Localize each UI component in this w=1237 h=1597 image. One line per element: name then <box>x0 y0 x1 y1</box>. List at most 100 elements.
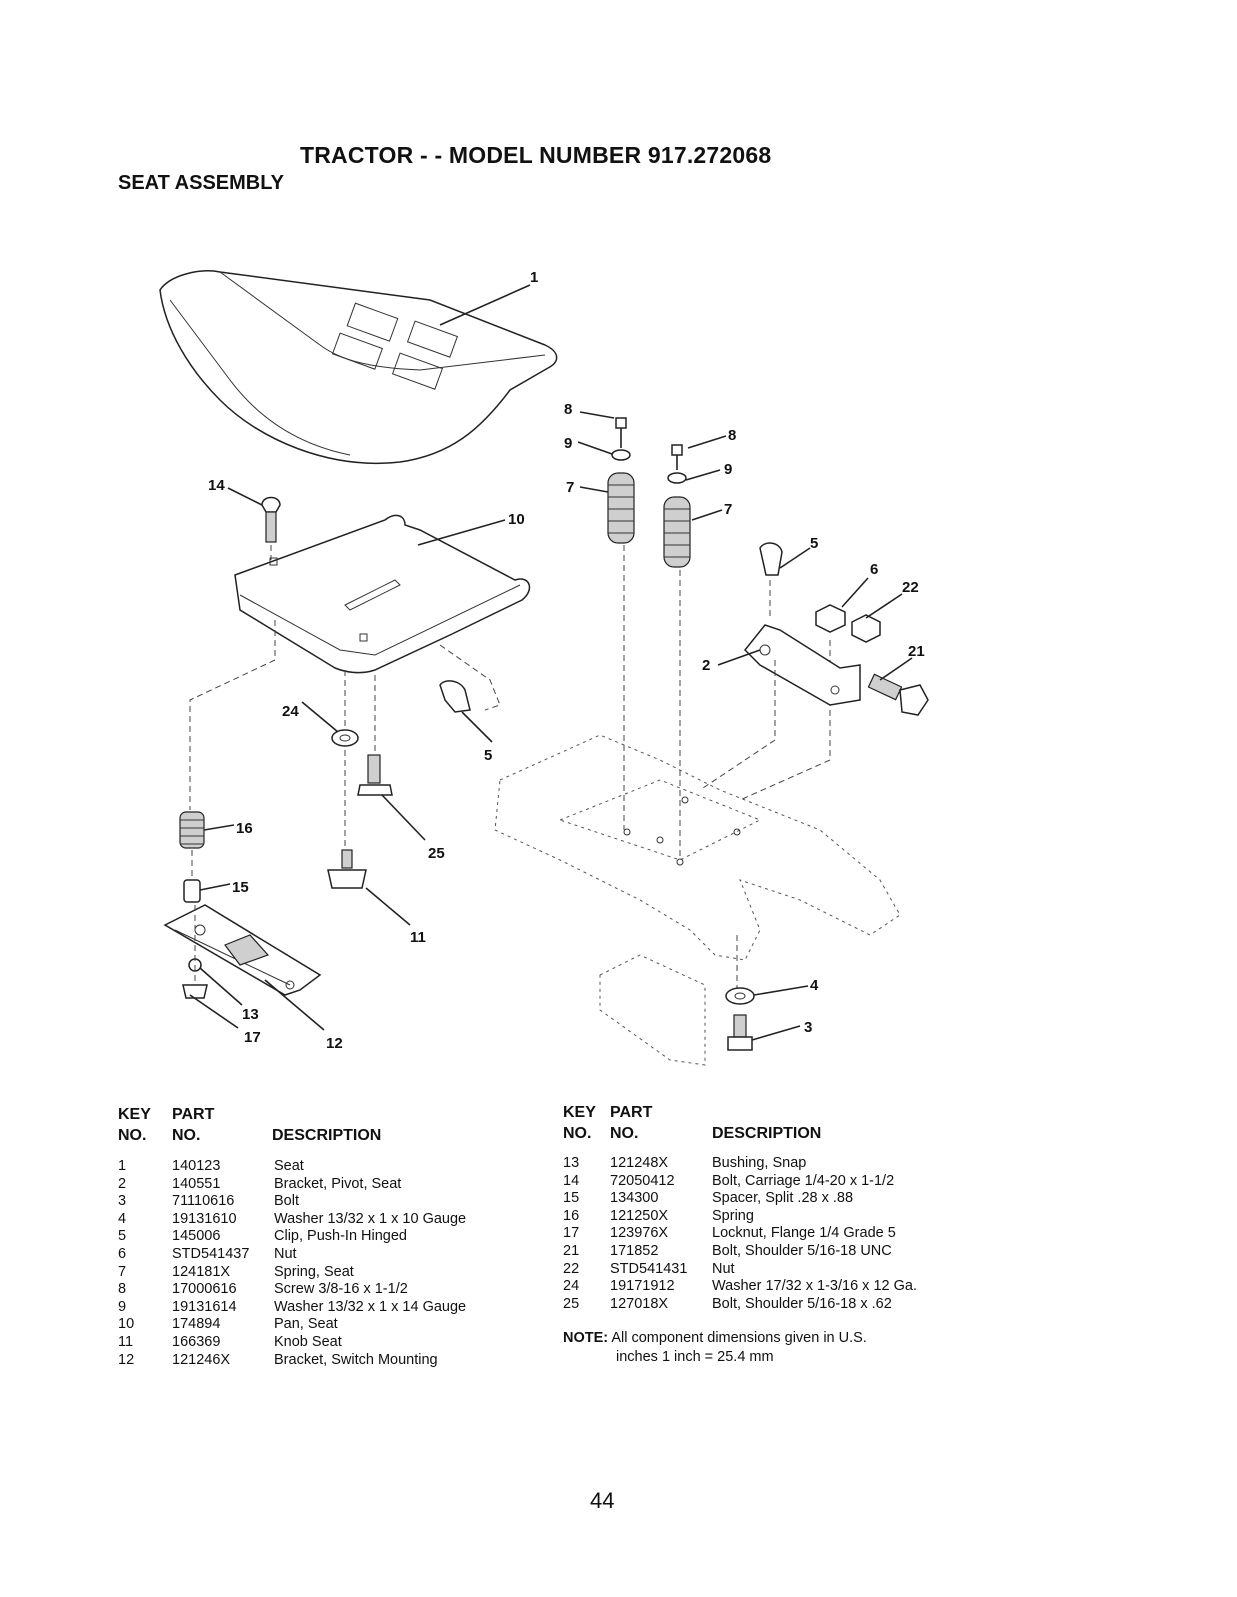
callout-9-left: 9 <box>564 435 572 452</box>
seat-pan-drawing <box>234 514 531 674</box>
knob-seat-11-drawing <box>327 849 367 889</box>
callout-7-left: 7 <box>566 479 574 496</box>
key-cell: 6 <box>118 1246 127 1262</box>
part-number-cell: 72050412 <box>610 1172 675 1189</box>
callout-11: 11 <box>410 929 426 946</box>
description-cell: Nut <box>712 1260 735 1277</box>
section-title: SEAT ASSEMBLY <box>118 172 284 194</box>
key-cell: 8 <box>118 1281 127 1298</box>
col-header-key-no: NO. <box>563 1125 592 1142</box>
key-cell: 15 <box>563 1190 580 1207</box>
key-cell: 2 <box>118 1175 127 1192</box>
col-header-description: DESCRIPTION <box>272 1127 382 1144</box>
bolt-3-drawing <box>727 1014 753 1051</box>
key-cell: 13 <box>563 1155 580 1171</box>
shoulder-bolt-25-drawing <box>357 754 393 796</box>
push-in-clip-5-drawing <box>439 644 501 713</box>
col-header-description: DESCRIPTION <box>712 1125 822 1142</box>
pivot-bracket-2-drawing <box>743 624 861 706</box>
part-number-cell: 145006 <box>172 1228 221 1245</box>
note-line-1: All component dimensions given in U.S. <box>611 1330 867 1346</box>
callout-15: 15 <box>232 879 249 896</box>
key-cell: 3 <box>118 1193 127 1210</box>
description-cell: Washer 13/32 x 1 x 10 Gauge <box>274 1210 467 1227</box>
part-number-cell: 19131610 <box>172 1210 237 1227</box>
callout-13: 13 <box>242 1006 259 1023</box>
callout-16: 16 <box>236 820 253 837</box>
description-cell: Screw 3/8-16 x 1-1/2 <box>274 1281 408 1298</box>
part-number-cell: 19131614 <box>172 1298 237 1315</box>
seat-drawing <box>159 270 558 464</box>
switch-bracket-12-drawing <box>163 904 322 996</box>
part-number-cell: 140551 <box>172 1175 221 1192</box>
col-header-part-no: NO. <box>172 1127 201 1144</box>
key-cell: 22 <box>563 1260 580 1277</box>
description-cell: Bolt <box>274 1193 299 1210</box>
description-cell: Bolt, Shoulder 5/16-18 UNC <box>712 1243 892 1259</box>
description-cell: Bracket, Pivot, Seat <box>274 1175 402 1192</box>
part-number-cell: 121246X <box>172 1351 231 1368</box>
part-number-cell: 140123 <box>172 1158 221 1174</box>
part-number-cell: 71110616 <box>172 1193 235 1210</box>
note-label: NOTE: <box>563 1330 609 1346</box>
part-number-cell: 124181X <box>172 1263 231 1280</box>
callout-25: 25 <box>428 845 445 862</box>
key-cell: 14 <box>563 1172 580 1189</box>
description-cell: Washer 13/32 x 1 x 14 Gauge <box>274 1298 467 1315</box>
washer-4-drawing <box>725 987 755 1005</box>
nut-22-drawing <box>851 614 881 643</box>
callout-14: 14 <box>208 477 225 494</box>
page-number: 44 <box>590 1488 615 1513</box>
part-number-cell: 19171912 <box>610 1278 675 1295</box>
col-header-key: KEY <box>563 1104 596 1121</box>
key-cell: 5 <box>118 1228 127 1245</box>
key-cell: 16 <box>563 1207 580 1224</box>
key-cell: 21 <box>563 1243 580 1259</box>
description-cell: Spring <box>712 1207 754 1224</box>
callout-10: 10 <box>508 511 525 528</box>
description-cell: Spacer, Split .28 x .88 <box>712 1190 854 1207</box>
callout-4: 4 <box>810 977 819 994</box>
key-cell: 25 <box>563 1295 580 1312</box>
col-header-key: KEY <box>118 1106 151 1123</box>
callout-21: 21 <box>908 643 925 660</box>
callout-24: 24 <box>282 703 299 720</box>
part-number-cell: 127018X <box>610 1295 669 1312</box>
spring-16-drawing <box>179 811 205 849</box>
callout-22: 22 <box>902 579 919 596</box>
part-number-cell: STD541431 <box>610 1260 688 1277</box>
callout-8-right: 8 <box>728 427 736 444</box>
col-header-key-no: NO. <box>118 1127 147 1144</box>
locknut-17-drawing <box>182 984 208 999</box>
seat-spring-7-right-drawing <box>663 444 691 568</box>
part-number-cell: 174894 <box>172 1316 221 1333</box>
description-cell: Locknut, Flange 1/4 Grade 5 <box>712 1225 896 1242</box>
description-cell: Pan, Seat <box>274 1316 338 1333</box>
seat-spring-7-left-drawing <box>607 417 635 544</box>
callout-5-left: 5 <box>484 747 492 764</box>
part-number-cell: 121250X <box>610 1207 669 1224</box>
key-cell: 9 <box>118 1298 127 1315</box>
key-cell: 17 <box>563 1225 580 1242</box>
key-cell: 7 <box>118 1263 127 1280</box>
callout-12: 12 <box>326 1035 343 1052</box>
callout-7-right: 7 <box>724 501 732 518</box>
callout-1: 1 <box>530 269 538 286</box>
key-cell: 1 <box>118 1158 127 1174</box>
dimension-note: NOTE: All component dimensions given in … <box>563 1330 963 1346</box>
callout-5-right: 5 <box>810 535 818 552</box>
description-cell: Clip, Push-In Hinged <box>274 1228 407 1245</box>
frame-outline-drawing <box>494 734 901 1066</box>
callout-6: 6 <box>870 561 878 578</box>
callout-3: 3 <box>804 1019 812 1036</box>
description-cell: Spring, Seat <box>274 1263 354 1280</box>
description-cell: Bolt, Shoulder 5/16-18 x .62 <box>712 1295 892 1312</box>
exploded-parts-diagram: 1 8 9 7 8 9 7 14 10 5 6 22 21 2 24 5 16 … <box>159 269 929 1066</box>
carriage-bolt-14-drawing <box>261 496 281 560</box>
callout-2: 2 <box>702 657 710 674</box>
part-number-cell: 121248X <box>610 1155 669 1171</box>
callout-9-right: 9 <box>724 461 732 478</box>
description-cell: Knob Seat <box>274 1334 342 1350</box>
page-title: TRACTOR - - MODEL NUMBER 917.272068 <box>300 142 772 168</box>
push-in-clip-5-right-drawing <box>759 542 783 576</box>
